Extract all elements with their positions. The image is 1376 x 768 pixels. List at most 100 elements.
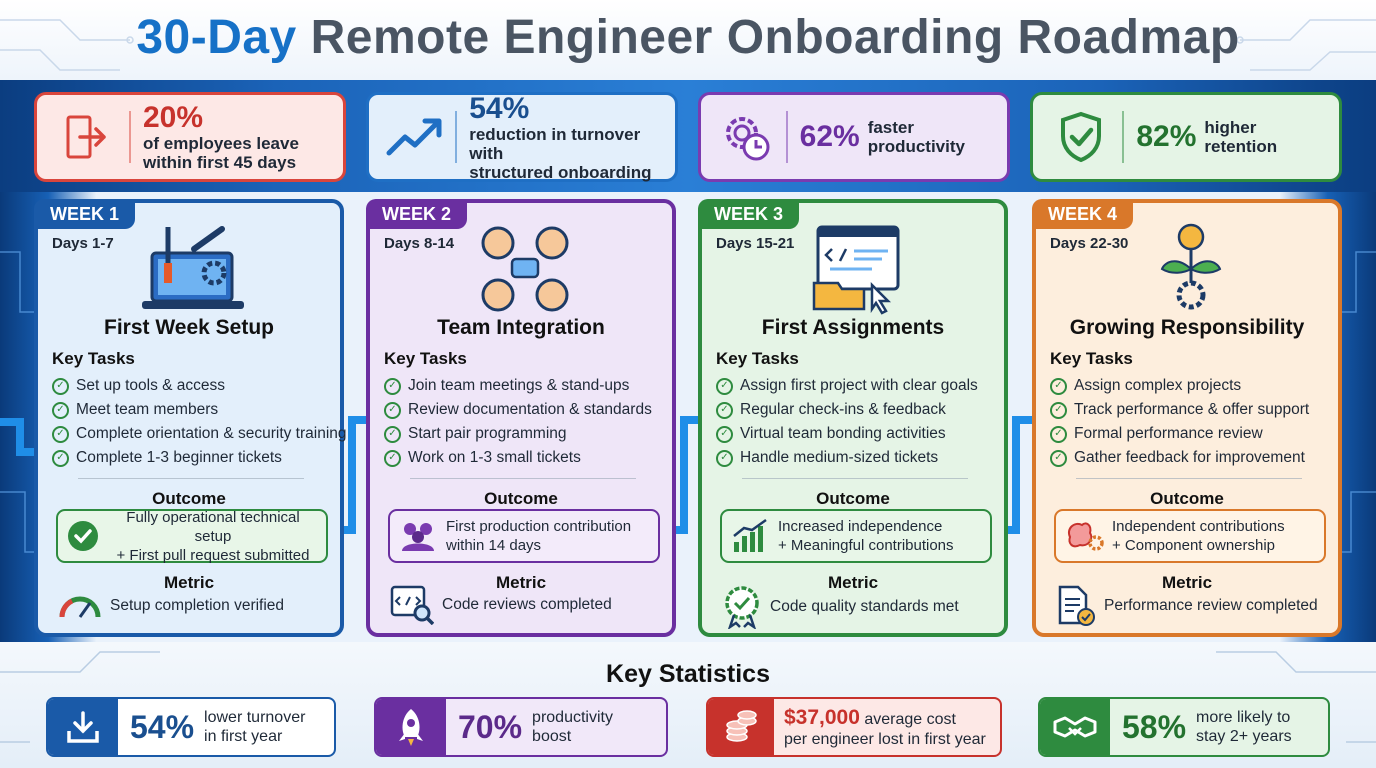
download-tray-icon [48,699,118,755]
outcome-heading: Outcome [1150,489,1224,508]
metric-heading: Metric [163,573,215,592]
stat-value: 20% [143,101,204,134]
metric-row: Performance review completed [1056,585,1318,627]
gear-clock-icon [713,100,780,174]
list-item: ✓Set up tools & access [52,374,347,398]
handshake-icon [1040,699,1110,755]
metric-heading: Metric [1161,573,1213,592]
check-circle-icon: ✓ [1050,377,1067,395]
outcome-heading: Outcome [484,489,558,508]
week-label: WEEK 1 [34,199,136,229]
week-card-1: WEEK 1 Days 1-7 First Week Setup Key Tas… [34,199,347,637]
team-chat-icon [481,226,569,312]
stat-card-retention: 82% higher retention [1030,92,1342,182]
task-list: ✓Assign complex projects ✓Track performa… [1050,374,1309,470]
metric-row: Code quality standards met [722,585,959,629]
check-circle-icon: ✓ [52,401,69,419]
key-stat-value: $37,000 [784,705,860,729]
list-item: ✓Work on 1-3 small tickets [384,446,652,470]
metric-text: Setup completion verified [110,597,285,614]
list-item: ✓Gather feedback for improvement [1050,446,1309,470]
list-item: ✓Assign first project with clear goals [716,374,978,398]
week-label: WEEK 3 [698,199,800,229]
stat-card-turnover-risk: 20% of employees leave within first 45 d… [34,92,346,182]
gauge-icon [59,596,101,618]
week-days: Days 22-30 [1050,235,1129,252]
outcome-box: Independent contributions+ Component own… [1054,509,1326,563]
stat-label: within first 45 days [143,153,297,172]
list-item: ✓Meet team members [52,398,347,422]
check-circle-icon: ✓ [52,425,69,443]
stat-value: 82% [1136,120,1197,153]
outcome-heading: Outcome [816,489,890,508]
week-title: First Assignments [761,316,945,339]
coins-icon [708,699,774,755]
list-item: ✓Formal performance review [1050,422,1309,446]
list-item: ✓Track performance & offer support [1050,398,1309,422]
quality-badge-icon [725,586,759,629]
week-card-3: WEEK 3 Days 15-21 First Assignments Key … [698,199,1008,637]
key-stat-value: 54% [130,708,195,745]
outcome-box: Fully operational technical setup+ First… [56,509,328,564]
week-title: First Week Setup [104,316,274,339]
week-card-4: WEEK 4 Days 22-30 Growing Responsibility… [1032,199,1342,637]
shield-check-icon [1045,100,1116,174]
stat-label: faster productivity [867,118,965,156]
stat-label: reduction in turnover with [469,124,641,163]
check-circle-icon: ✓ [716,401,733,419]
task-list: ✓Assign first project with clear goals ✓… [716,374,978,470]
stat-card-turnover-reduction: 54% reduction in turnover with structure… [366,92,678,182]
week-days: Days 15-21 [716,235,795,252]
check-circle-icon: ✓ [716,449,733,467]
key-stat-value: 70% [458,708,523,745]
stat-label: structured onboarding [469,162,652,182]
task-list: ✓Set up tools & access ✓Meet team member… [52,374,347,470]
check-circle-icon: ✓ [1050,425,1067,443]
metric-row: Code reviews completed [390,585,612,625]
metric-text: Code quality standards met [770,598,959,615]
check-circle-icon: ✓ [716,425,733,443]
list-item: ✓Regular check-ins & feedback [716,398,978,422]
key-tasks-heading: Key Tasks [1050,349,1133,368]
week-label: WEEK 2 [366,199,468,229]
title-highlight: 30-Day [136,11,297,64]
metric-row: Setup completion verified [58,591,284,621]
page-title: 30-Day Remote Engineer Onboarding Roadma… [0,10,1376,65]
list-item: ✓Complete 1-3 beginner tickets [52,446,347,470]
check-circle-icon: ✓ [52,449,69,467]
check-circle-icon: ✓ [52,377,69,395]
list-item: ✓Join team meetings & stand-ups [384,374,652,398]
key-statistics-heading: Key Statistics [606,660,770,688]
week-days: Days 8-14 [384,235,455,252]
stat-label: higher retention [1204,118,1278,156]
check-circle-icon: ✓ [1050,449,1067,467]
outcome-heading: Outcome [152,489,226,508]
week-title: Growing Responsibility [1069,316,1305,339]
check-circle-icon: ✓ [384,401,401,419]
review-document-icon [1058,585,1095,626]
task-list: ✓Join team meetings & stand-ups ✓Review … [384,374,652,470]
header-background [0,0,1376,80]
stat-value: 62% [799,120,860,153]
check-circle-icon: ✓ [384,449,401,467]
key-tasks-heading: Key Tasks [52,349,135,368]
list-item: ✓Complete orientation & security trainin… [52,422,347,446]
metric-text: Performance review completed [1104,597,1318,614]
list-item: ✓Review documentation & standards [384,398,652,422]
week-label: WEEK 4 [1032,199,1134,229]
week-title: Team Integration [437,316,605,339]
key-tasks-heading: Key Tasks [384,349,467,368]
growth-plant-icon [1160,223,1222,310]
check-circle-icon: ✓ [1050,401,1067,419]
code-folder-icon [812,225,900,315]
laptop-tools-icon [142,226,244,309]
key-stat-cost: $37,000 average cost per engineer lost i… [706,697,1002,757]
key-stat-value: 58% [1122,708,1187,745]
stat-value: 54% [469,91,530,125]
list-item: ✓Assign complex projects [1050,374,1309,398]
metric-heading: Metric [827,573,879,592]
exit-door-icon [49,100,123,174]
